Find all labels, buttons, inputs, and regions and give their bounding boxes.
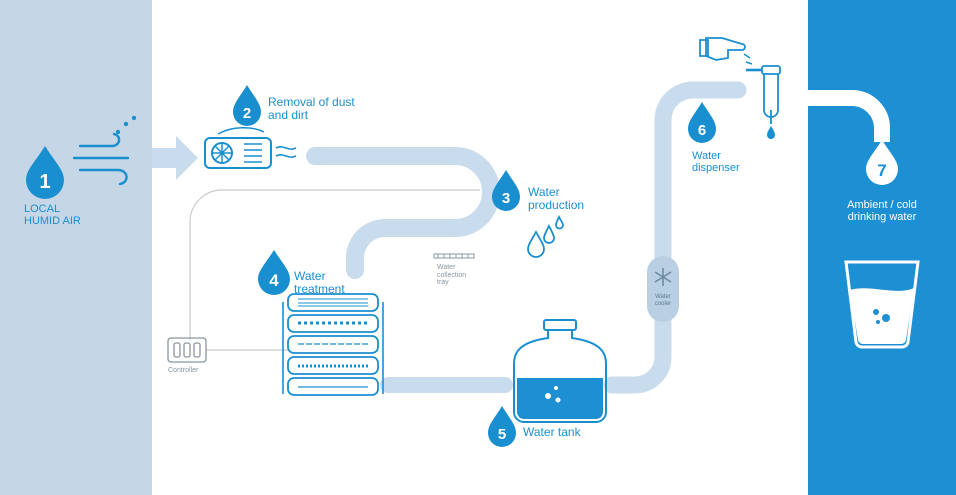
step-7-label: Ambient / cold drinking water: [826, 199, 938, 223]
step-3-line2: production: [528, 197, 585, 212]
dispenser-icon: [746, 65, 781, 124]
dispenser-drop: [767, 126, 775, 139]
pipe-filter-to-production: [306, 147, 500, 279]
water-tank-icon: [513, 319, 607, 423]
filter-icon: [204, 127, 297, 169]
step-1-line1: LOCAL: [24, 203, 61, 215]
step-1-label: LOCAL HUMID AIR: [24, 203, 81, 227]
air-flow-arrow: [152, 136, 198, 180]
cooler-line1: Water: [655, 294, 671, 300]
right-panel: [808, 0, 956, 495]
svg-text:6: 6: [698, 122, 706, 139]
step-5-label: Water tank: [523, 426, 581, 439]
controller-wire: [189, 189, 480, 340]
collection-tray-icon: [433, 253, 475, 259]
tray-label: Water collection tray: [437, 264, 466, 287]
svg-text:2: 2: [243, 105, 251, 122]
step-4-line1: Water: [294, 269, 326, 283]
pipe-tank-to-dispenser: [603, 81, 747, 394]
pipe-outlet: [802, 90, 890, 142]
cooler-label: Water cooler: [649, 294, 677, 307]
step-6-label: Water dispenser: [692, 150, 740, 174]
tray-line2: collection: [437, 271, 467, 279]
hand-icon: [699, 37, 746, 61]
step-2-label: Removal of dust and dirt: [268, 96, 355, 121]
step-5-badge: 5: [488, 406, 516, 447]
step-6-line1: Water: [692, 150, 721, 162]
controller-icon: [167, 337, 207, 363]
svg-text:7: 7: [877, 161, 886, 180]
controller-label: Controller: [168, 367, 198, 375]
svg-text:4: 4: [269, 271, 279, 290]
step-6-line2: dispenser: [692, 161, 740, 174]
treatment-stack-icon: [282, 293, 384, 396]
step-4-line2: treatment: [294, 281, 345, 296]
press-spark: [743, 53, 753, 65]
step-6-badge: 6: [688, 102, 716, 143]
step-3-line1: Water: [528, 185, 560, 199]
tray-line3: tray: [437, 279, 449, 287]
production-drops-icon: [527, 214, 564, 258]
controller-text: Controller: [168, 367, 199, 374]
step-3-badge: 3: [492, 170, 520, 211]
svg-text:5: 5: [498, 426, 506, 443]
step-5-line1: Water tank: [523, 425, 581, 439]
step-7-line2: drinking water: [847, 210, 917, 223]
water-cooler-icon: [647, 256, 679, 322]
step-2-line1: Removal of dust: [268, 95, 355, 109]
tray-line1: Water: [437, 264, 456, 271]
wind-icon: [72, 132, 130, 186]
step-7-line1: Ambient / cold: [847, 199, 917, 211]
step-2-line2: and dirt: [268, 107, 309, 122]
cooler-line2: cooler: [654, 300, 672, 307]
step-4-label: Water treatment: [294, 270, 345, 295]
step-3-label: Water production: [528, 186, 584, 211]
step-1-line2: HUMID AIR: [24, 214, 81, 227]
droplet-dots: [115, 115, 137, 135]
glass-icon: [844, 260, 920, 349]
step-7-badge: 7: [866, 140, 898, 185]
step-1-badge: 1: [26, 146, 64, 199]
step-2-badge: 2: [233, 85, 261, 126]
step-4-badge: 4: [258, 250, 290, 295]
svg-text:1: 1: [39, 171, 50, 193]
svg-text:3: 3: [502, 190, 510, 207]
left-panel: [0, 0, 152, 495]
